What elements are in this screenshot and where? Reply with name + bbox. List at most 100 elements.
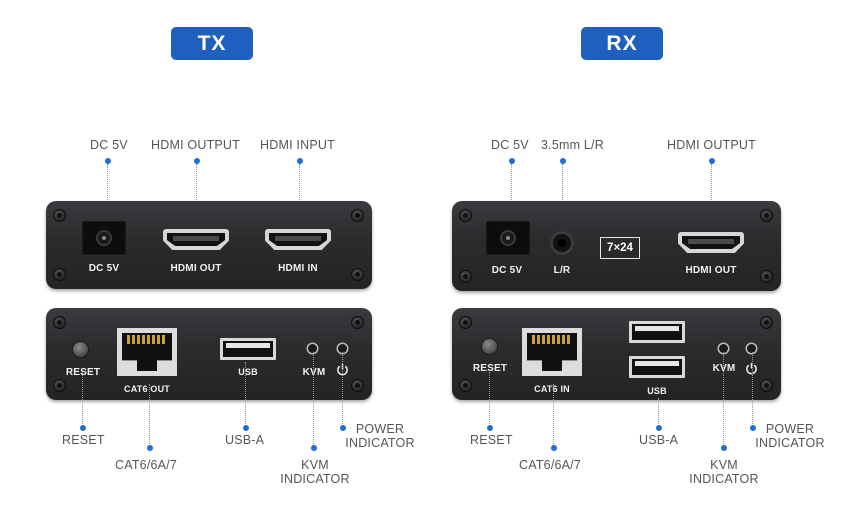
tx-reset-button[interactable] bbox=[73, 342, 88, 357]
tx-hdmi-in-dot bbox=[297, 158, 303, 164]
tx-power-callout-line2: INDICATOR bbox=[345, 436, 415, 450]
screw-icon bbox=[760, 316, 773, 329]
rx-dc-jack bbox=[486, 221, 530, 255]
tx-hdmi-output-callout: HDMI OUTPUT bbox=[151, 138, 240, 152]
rx-hdmi-out-leader bbox=[711, 164, 712, 234]
rx-kvm-indicator-callout: KVM INDICATOR bbox=[682, 458, 766, 486]
rx-power-led-icon bbox=[747, 344, 756, 353]
rx-kvm-led-icon bbox=[719, 344, 728, 353]
tx-reset-dot bbox=[80, 425, 86, 431]
rx-badge: RX bbox=[581, 27, 663, 60]
rx-power-leader bbox=[752, 352, 753, 426]
rx-dc-label: DC 5V bbox=[491, 265, 523, 276]
rx-dc-dot bbox=[509, 158, 515, 164]
rx-dc-leader bbox=[511, 164, 512, 228]
tx-cat-leader bbox=[149, 384, 150, 446]
rx-reset-leader bbox=[489, 372, 490, 426]
rx-kvm-label: KVM bbox=[712, 363, 736, 374]
tx-dc-dot bbox=[105, 158, 111, 164]
tx-hdmi-in-label: HDMI IN bbox=[278, 263, 318, 274]
tx-hdmi-out-leader bbox=[196, 164, 197, 234]
screw-icon bbox=[760, 209, 773, 222]
rx-audio-jack bbox=[550, 231, 574, 255]
tx-cat6-label: CAT6 OUT bbox=[124, 384, 170, 394]
screw-icon bbox=[351, 316, 364, 329]
tx-kvm-leader bbox=[313, 352, 314, 446]
rx-back-panel: RESET CAT6 IN USB KVM bbox=[452, 308, 781, 400]
tx-usb-port bbox=[220, 338, 276, 360]
tx-power-led-icon bbox=[338, 344, 347, 353]
tx-kvm-callout-line1: KVM bbox=[301, 458, 329, 472]
screw-icon bbox=[459, 316, 472, 329]
tx-hdmi-out-label: HDMI OUT bbox=[170, 263, 222, 274]
rx-reset-label: RESET bbox=[472, 363, 508, 374]
screw-icon bbox=[351, 209, 364, 222]
tx-usb-label: USB bbox=[238, 367, 258, 377]
tx-dc-callout: DC 5V bbox=[90, 138, 128, 152]
tx-cat-callout: CAT6/6A/7 bbox=[115, 458, 178, 472]
rx-usb-label: USB bbox=[647, 386, 667, 396]
tx-hdmi-in-leader bbox=[299, 164, 300, 234]
rx-hdmi-out-port bbox=[678, 232, 744, 253]
screw-icon bbox=[351, 268, 364, 281]
screw-icon bbox=[760, 379, 773, 392]
screw-icon bbox=[53, 268, 66, 281]
tx-kvm-dot bbox=[311, 445, 317, 451]
screw-icon bbox=[351, 379, 364, 392]
tx-kvm-label: KVM bbox=[302, 367, 326, 378]
tx-usb-callout: USB-A bbox=[225, 433, 265, 447]
rx-power-callout-line1: POWER bbox=[765, 422, 815, 436]
tx-usb-dot bbox=[243, 425, 249, 431]
rx-reset-callout: RESET bbox=[470, 433, 513, 447]
tx-front-panel: DC 5V HDMI OUT HDMI IN bbox=[46, 201, 372, 289]
tx-kvm-led-icon bbox=[308, 344, 317, 353]
tx-back-panel: RESET CAT6 OUT USB KVM bbox=[46, 308, 372, 400]
rx-hdmi-out-dot bbox=[709, 158, 715, 164]
tx-power-indicator-callout: POWER INDICATOR bbox=[340, 422, 420, 450]
screw-icon bbox=[53, 316, 66, 329]
rx-cat-dot bbox=[551, 445, 557, 451]
rx-reset-button[interactable] bbox=[482, 339, 497, 354]
rx-power-callout-line2: INDICATOR bbox=[755, 436, 825, 450]
tx-cat-dot bbox=[147, 445, 153, 451]
rx-power-indicator-callout: POWER INDICATOR bbox=[750, 422, 830, 450]
tx-usb-leader bbox=[245, 362, 246, 426]
tx-dc-label: DC 5V bbox=[88, 263, 120, 274]
tx-hdmi-in-port bbox=[265, 229, 331, 250]
rx-front-panel: 7×24 DC 5V L/R HDMI OUT bbox=[452, 201, 781, 291]
rx-usb-leader bbox=[658, 398, 659, 426]
tx-kvm-indicator-callout: KVM INDICATOR bbox=[273, 458, 357, 486]
rx-audio-dot bbox=[560, 158, 566, 164]
rx-usb-dot bbox=[656, 425, 662, 431]
rx-kvm-callout-line1: KVM bbox=[710, 458, 738, 472]
rx-audio-leader bbox=[562, 164, 563, 234]
tx-power-dot bbox=[340, 425, 346, 431]
screw-icon bbox=[459, 270, 472, 283]
rx-power-icon bbox=[746, 362, 757, 375]
tx-hdmi-out-dot bbox=[194, 158, 200, 164]
screw-icon bbox=[459, 209, 472, 222]
rx-usb-callout: USB-A bbox=[639, 433, 679, 447]
rx-kvm-callout-line2: INDICATOR bbox=[689, 472, 759, 486]
tx-dc-jack bbox=[82, 221, 126, 255]
screw-icon bbox=[760, 270, 773, 283]
tx-kvm-callout-line2: INDICATOR bbox=[280, 472, 350, 486]
rx-audio-callout: 3.5mm L/R bbox=[541, 138, 604, 152]
rx-cat6-label: CAT6 IN bbox=[534, 384, 570, 394]
screw-icon bbox=[459, 379, 472, 392]
tx-power-callout-line1: POWER bbox=[355, 422, 405, 436]
tx-reset-label: RESET bbox=[65, 367, 101, 378]
rx-usb-port-top bbox=[629, 321, 685, 343]
screw-icon bbox=[53, 379, 66, 392]
rx-reset-dot bbox=[487, 425, 493, 431]
rx-audio-label: L/R bbox=[553, 265, 571, 276]
rx-kvm-leader bbox=[723, 352, 724, 446]
tx-hdmi-out-port bbox=[163, 229, 229, 250]
tx-reset-callout: RESET bbox=[62, 433, 105, 447]
tx-reset-leader bbox=[82, 372, 83, 426]
tx-dc-leader bbox=[107, 164, 108, 228]
tx-hdmi-input-callout: HDMI INPUT bbox=[260, 138, 335, 152]
rx-kvm-dot bbox=[721, 445, 727, 451]
rx-cat-callout: CAT6/6A/7 bbox=[519, 458, 582, 472]
rx-hdmi-output-callout: HDMI OUTPUT bbox=[667, 138, 756, 152]
